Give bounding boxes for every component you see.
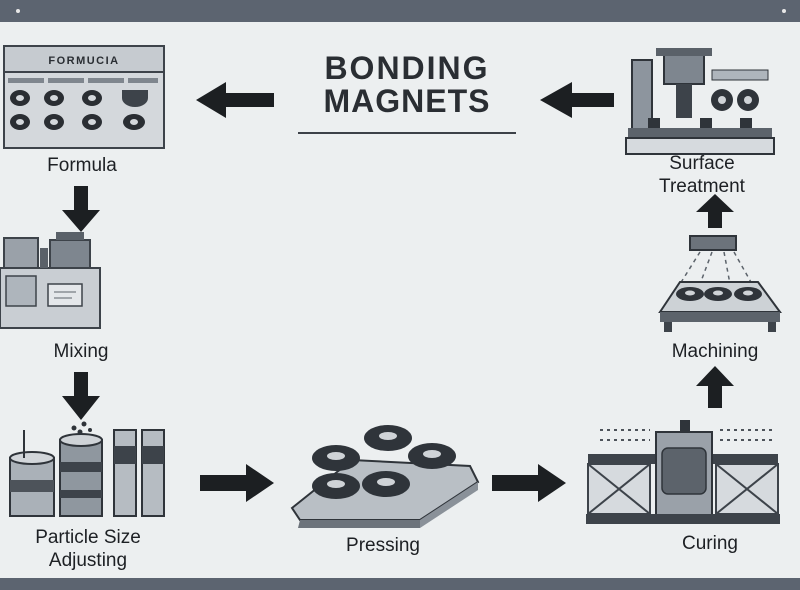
surface-label-line-1: Surface <box>669 153 735 174</box>
arrow-particle-to-pressing <box>200 464 274 502</box>
surface-treatment-icon <box>625 48 775 155</box>
corner-dot-right <box>782 9 786 13</box>
arrow-surface-to-title <box>540 82 614 118</box>
step-label-particle-size: Particle Size Adjusting <box>14 526 162 572</box>
formula-station-icon: FORMUCIA <box>3 45 165 149</box>
arrow-pressing-to-curing <box>492 464 566 502</box>
top-frame-bar <box>0 0 800 22</box>
step-label-machining: Machining <box>671 341 759 362</box>
step-label-formula: Formula <box>47 155 117 176</box>
machining-icon <box>658 235 782 332</box>
formula-panel-label: FORMUCIA <box>48 55 119 67</box>
magnet-ring-2 <box>312 445 360 471</box>
step-label-mixing: Mixing <box>53 341 109 362</box>
bottom-frame-bar <box>0 578 800 590</box>
step-label-curing: Curing <box>682 533 738 554</box>
corner-dot-left <box>16 9 20 13</box>
magnet-ring-3 <box>408 443 456 469</box>
pressing-icon <box>290 425 480 528</box>
curing-oven-icon <box>586 420 780 524</box>
mixing-station-icon <box>0 232 101 329</box>
title-line-2: MAGNETS <box>323 83 491 119</box>
particle-label-line-1: Particle Size <box>35 527 141 548</box>
title-underline <box>298 132 516 134</box>
arrow-formula-to-mixing <box>62 186 100 232</box>
magnet-ring-5 <box>362 471 410 497</box>
arrow-title-to-formula <box>196 82 274 118</box>
arrow-machining-to-surface <box>696 194 734 228</box>
surface-label-line-2: Treatment <box>659 176 745 197</box>
step-label-surface-treatment: Surface Treatment <box>632 152 772 198</box>
arrow-curing-to-machining <box>696 366 734 408</box>
diagram-title: BONDING MAGNETS <box>292 52 522 118</box>
magnet-ring-4 <box>312 473 360 499</box>
title-line-1: BONDING <box>324 50 490 86</box>
magnet-ring-1 <box>364 425 412 451</box>
particle-label-line-2: Adjusting <box>48 550 128 571</box>
step-label-pressing: Pressing <box>346 535 420 556</box>
particle-adjusting-icon <box>9 421 165 517</box>
arrow-mixing-to-particle <box>62 372 100 420</box>
